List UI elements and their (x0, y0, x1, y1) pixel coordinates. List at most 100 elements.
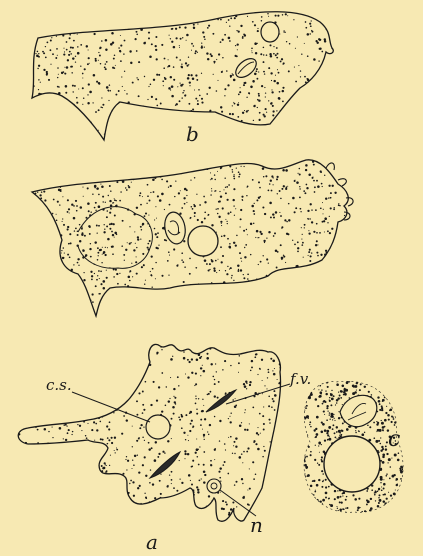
granule (179, 47, 180, 48)
granule (171, 85, 174, 88)
granule (135, 342, 137, 344)
granule (311, 20, 312, 21)
granule (403, 427, 406, 430)
granule (36, 387, 37, 388)
granule (227, 341, 230, 344)
granule (329, 256, 330, 257)
granule (232, 303, 234, 305)
granule (317, 244, 318, 245)
granule (148, 86, 149, 87)
granule (182, 84, 184, 86)
granule (299, 491, 301, 493)
granule (239, 355, 240, 356)
granule (404, 504, 406, 506)
granule (258, 264, 259, 265)
granule (69, 275, 70, 276)
granule (107, 210, 109, 212)
granule (320, 207, 322, 209)
granule (274, 368, 275, 369)
granule (376, 509, 377, 510)
granule (178, 385, 179, 386)
granule (278, 163, 280, 165)
granule (136, 273, 138, 275)
granule (259, 187, 261, 189)
granule (14, 523, 16, 525)
granule (132, 460, 133, 461)
granule (55, 413, 57, 415)
granule (309, 295, 311, 297)
granule (156, 353, 158, 355)
granule (195, 452, 197, 454)
granule (336, 399, 339, 402)
granule (62, 338, 64, 340)
granule (161, 312, 164, 315)
granule (280, 399, 282, 401)
granule (380, 377, 382, 379)
granule (295, 265, 297, 267)
granule (339, 509, 342, 512)
granule (41, 504, 42, 505)
granule (126, 189, 128, 191)
granule (314, 191, 316, 193)
granule (296, 296, 297, 297)
granule (317, 511, 318, 512)
granule (275, 503, 276, 504)
granule (38, 271, 40, 273)
granule (214, 179, 215, 180)
granule (79, 414, 82, 417)
granule (71, 30, 72, 31)
granule (306, 467, 308, 469)
granule (104, 507, 106, 509)
granule (32, 340, 34, 342)
granule (192, 427, 193, 428)
granule (87, 414, 89, 416)
granule (231, 346, 233, 348)
granule (309, 249, 311, 251)
granule (38, 79, 39, 80)
granule (209, 424, 211, 426)
granule (119, 51, 121, 53)
granule (270, 140, 271, 141)
granule (60, 505, 62, 507)
granule (310, 485, 313, 488)
granule (324, 414, 325, 415)
granule (192, 303, 194, 305)
granule (88, 83, 90, 85)
granule (87, 125, 89, 127)
granule (48, 122, 51, 125)
granule (236, 55, 238, 57)
granule (107, 292, 108, 293)
granule (88, 49, 89, 50)
granule (56, 36, 57, 37)
granule (344, 215, 345, 216)
granule (366, 490, 368, 492)
granule (175, 18, 177, 20)
granule (266, 137, 268, 139)
granule (347, 507, 349, 509)
granule (102, 501, 103, 502)
granule (246, 195, 247, 196)
granule (333, 414, 334, 415)
granule (281, 257, 284, 260)
granule (351, 281, 352, 282)
granule (58, 189, 61, 192)
granule (195, 50, 197, 52)
granule (94, 264, 95, 265)
granule (107, 374, 108, 375)
granule (224, 88, 226, 90)
granule (88, 162, 90, 164)
granule (174, 397, 176, 399)
granule (239, 299, 241, 301)
granule (59, 106, 60, 107)
granule (271, 310, 272, 311)
granule (380, 508, 383, 511)
granule (354, 245, 355, 246)
granule (55, 57, 57, 59)
granule (99, 48, 101, 50)
granule (284, 289, 285, 290)
granule (83, 495, 85, 497)
granule (25, 487, 26, 488)
granule (62, 29, 63, 30)
granule (90, 450, 92, 452)
granule (220, 41, 222, 43)
